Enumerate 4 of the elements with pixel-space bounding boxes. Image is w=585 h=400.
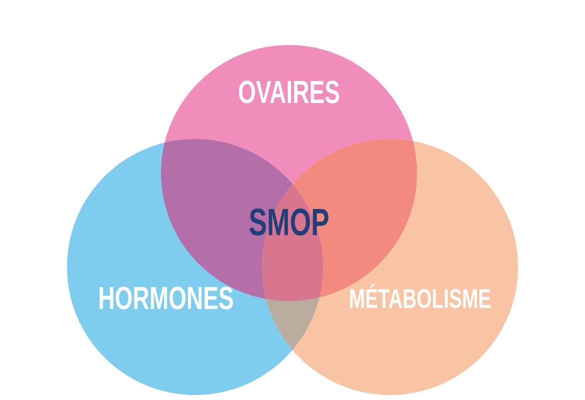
circle-label: OVAIRES bbox=[238, 80, 340, 104]
center-label: SMOP bbox=[250, 208, 328, 236]
circle-label: HORMONES bbox=[100, 286, 233, 310]
circle-label: MÉTABOLISME bbox=[350, 284, 490, 308]
